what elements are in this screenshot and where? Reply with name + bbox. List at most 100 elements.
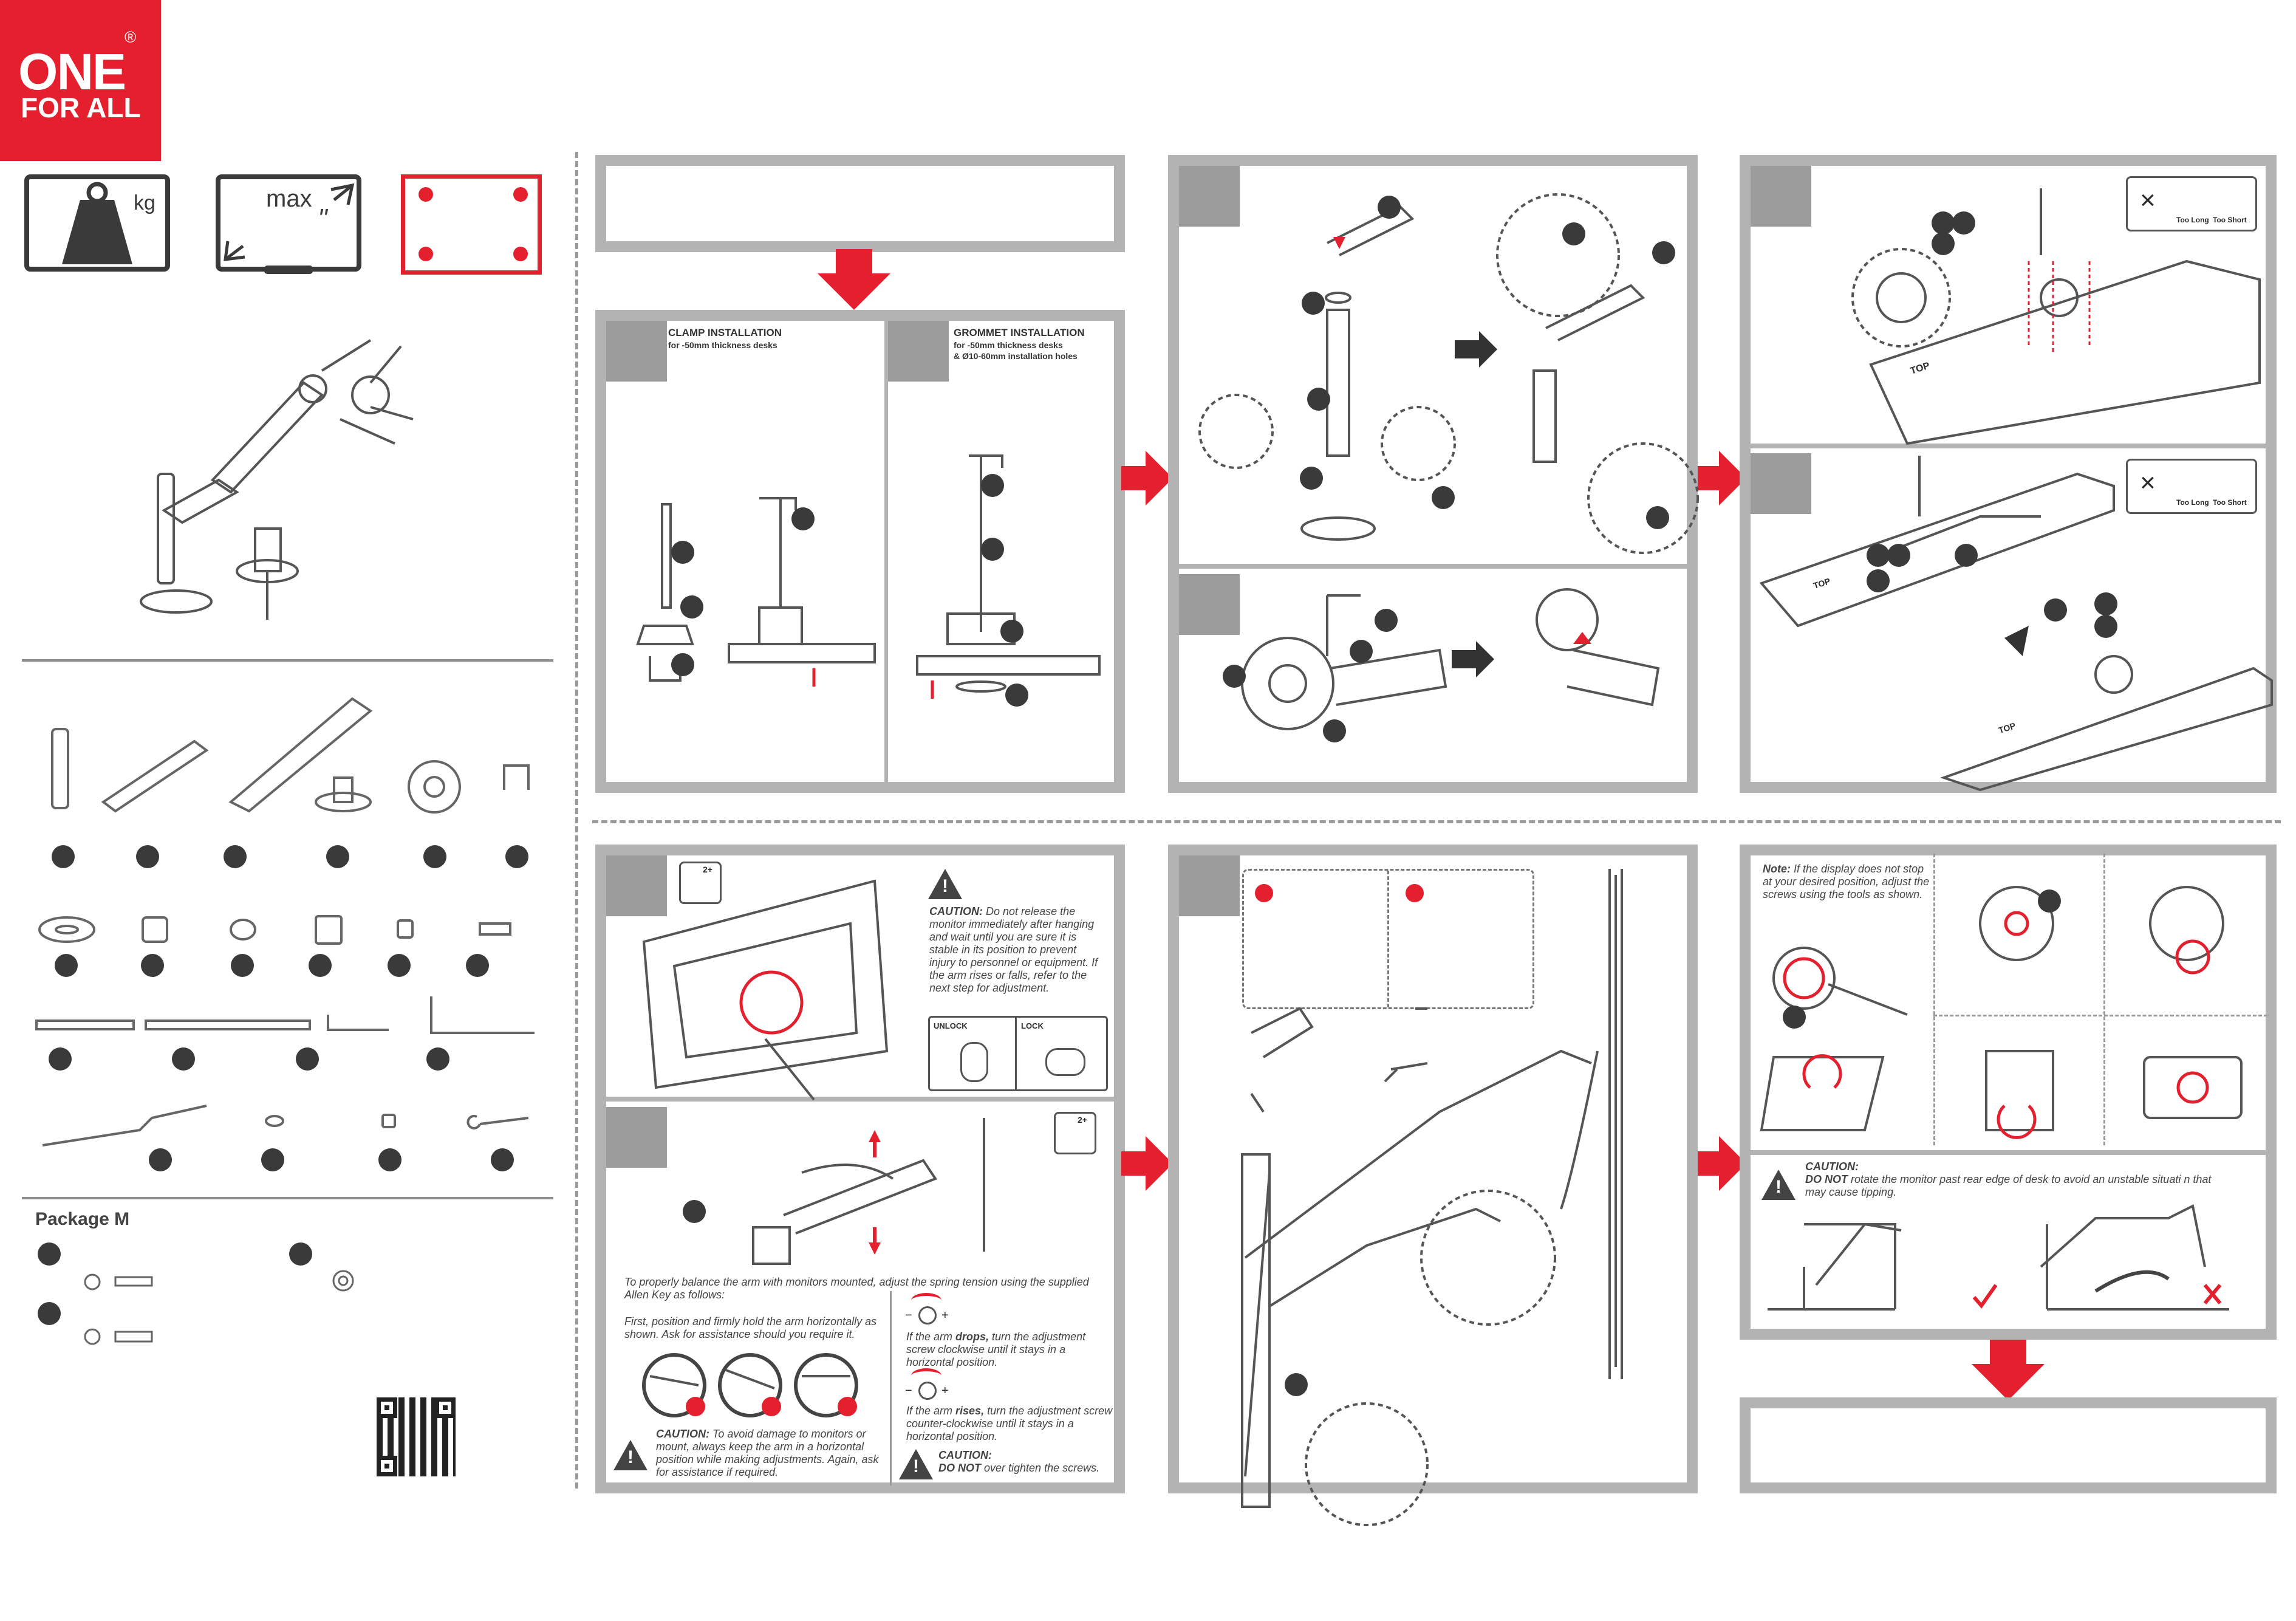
step-number-dot (1000, 620, 1023, 643)
grommet-subtitle2: & Ø10-60mm installation holes (954, 351, 1078, 361)
screw-head-icon (918, 1382, 937, 1400)
part-number-dot (149, 1148, 172, 1171)
step-tab (1179, 855, 1240, 916)
screw-length-box: × Too Long Too Short (2126, 176, 2257, 231)
lock-icon (1045, 1048, 1085, 1076)
caution-triangle-icon (928, 869, 962, 899)
step-number-dot (1323, 719, 1346, 742)
screw-adjust-counterclockwise-icon: − + (905, 1368, 966, 1405)
vesa-hole-icon (419, 187, 433, 202)
step-number-dot (1300, 467, 1323, 490)
vesa-pattern-box (401, 174, 542, 275)
part-number-dot (49, 1047, 72, 1071)
package-title: Package M (35, 1209, 130, 1229)
grommet-subtitle1: for -50mm thickness desks (954, 340, 1063, 350)
clamp-installation-illustration (636, 497, 876, 687)
step-tab (606, 1107, 667, 1168)
caution-triangle-icon (613, 1440, 647, 1470)
balance-positions-icons (642, 1353, 858, 1417)
right-arrow-icon (1695, 451, 1746, 505)
step-tab (888, 321, 949, 382)
step-number-dot (671, 653, 694, 676)
package-number-dot (38, 1242, 61, 1266)
diagonal-arrow-icon (224, 183, 355, 274)
brand-registered: ® (125, 28, 137, 46)
screw-adjust-clockwise-icon: − + (905, 1293, 966, 1329)
right-arrow-icon (1121, 1136, 1173, 1191)
balance-caution2: CAUTION: DO NOT over tighten the screws. (938, 1449, 1121, 1475)
step-number-dot (1562, 222, 1585, 245)
right-arrow-icon (1695, 1136, 1746, 1191)
parts-row-1-illustration (51, 697, 530, 814)
too-short-label: Too Short (2213, 216, 2247, 224)
horizontal-dashed-separator (592, 820, 2281, 823)
tilt-grid-v2 (2103, 854, 2105, 1145)
screen-size-box: max " (216, 174, 361, 274)
step-number-dot (1952, 211, 1975, 235)
step-number-dot (2094, 615, 2117, 638)
step-number-dot (1005, 684, 1028, 707)
tilt-note-text: If the display does not stop at your des… (1763, 863, 1930, 900)
clamp-subtitle: for -50mm thickness desks (668, 340, 777, 350)
step1-divider (884, 319, 888, 787)
balance-rises: If the arm rises, turn the adjustment sc… (906, 1405, 1113, 1443)
mount-caution-title: CAUTION: (929, 905, 983, 917)
balance-intro: To properly balance the arm with monitor… (624, 1276, 1089, 1301)
step-number-dot (683, 1200, 706, 1223)
step-number-dot (981, 474, 1004, 497)
tilt-grid-h (1933, 1015, 2267, 1016)
rises-post: turn the adjustment screw counter-clockw… (906, 1405, 1113, 1442)
brand-line2: FOR ALL (21, 92, 141, 123)
vesa-adapter-illustration (1241, 588, 1660, 730)
brand-line1: ONE (18, 43, 126, 100)
wrong-x-icon: × (2140, 468, 2156, 498)
size-unit: " (318, 204, 327, 233)
part-number-dot (224, 845, 247, 868)
qr-finder (377, 1456, 397, 1476)
step3-divider (1747, 444, 2270, 448)
tilt-caution-bold: DO NOT (1805, 1173, 1848, 1185)
rotate-arrow-icon (911, 1293, 941, 1308)
tilt-caution-text: rotate the monitor past rear edge of des… (1805, 1173, 2212, 1198)
part-number-dot (326, 845, 349, 868)
people-count: 2+ (703, 865, 712, 874)
qr-code[interactable] (377, 1397, 456, 1476)
step-number-dot (1652, 241, 1675, 264)
divider-line (22, 659, 553, 662)
part-number-dot (55, 954, 78, 977)
step4-divider (603, 1097, 1119, 1102)
step-number-dot (1375, 609, 1398, 632)
too-long-label: Too Long (2176, 216, 2209, 224)
step-tab (1751, 166, 1811, 227)
step4-panel (595, 845, 1125, 1493)
correct-icon (1406, 884, 1424, 902)
wrong-x-icon: × (2140, 185, 2156, 215)
step-number-dot (791, 507, 815, 530)
rotate-arrow-icon (911, 1368, 941, 1383)
package-number-dot (289, 1242, 312, 1266)
balance-caution2-bold: DO NOT (938, 1462, 981, 1474)
part-number-dot (296, 1047, 319, 1071)
monitor-back-attach-illustration (1851, 188, 2261, 445)
balance-arm-illustration (752, 1118, 985, 1265)
minus-sign: − (905, 1309, 912, 1322)
vesa-hole-icon (419, 247, 433, 261)
drops-pre: If the arm (906, 1331, 956, 1343)
tilt-adjust-illustration (1760, 886, 2243, 1139)
qr-finder (435, 1397, 456, 1418)
part-number-dot (491, 1148, 514, 1171)
screw-length-box: × Too Long Too Short (2126, 459, 2257, 514)
step-divider (1387, 871, 1389, 1007)
balance-first: First, position and firmly hold the arm … (624, 1315, 877, 1340)
wrong-icon (1255, 884, 1273, 902)
part-number-dot (309, 954, 332, 977)
vesa-hole-icon (513, 247, 528, 261)
extension-plate-illustration (1759, 456, 2273, 792)
step-number-dot (2038, 889, 2061, 913)
two-person-icon: 2+ (1054, 1112, 1096, 1154)
drops-post: turn the adjustment screw clockwise unti… (906, 1331, 1086, 1368)
step-number-dot (1285, 1373, 1308, 1396)
tilt-note-bold: Note: (1763, 863, 1791, 875)
cable-management-illustration (1241, 869, 1623, 1526)
unlock-icon (960, 1042, 988, 1082)
